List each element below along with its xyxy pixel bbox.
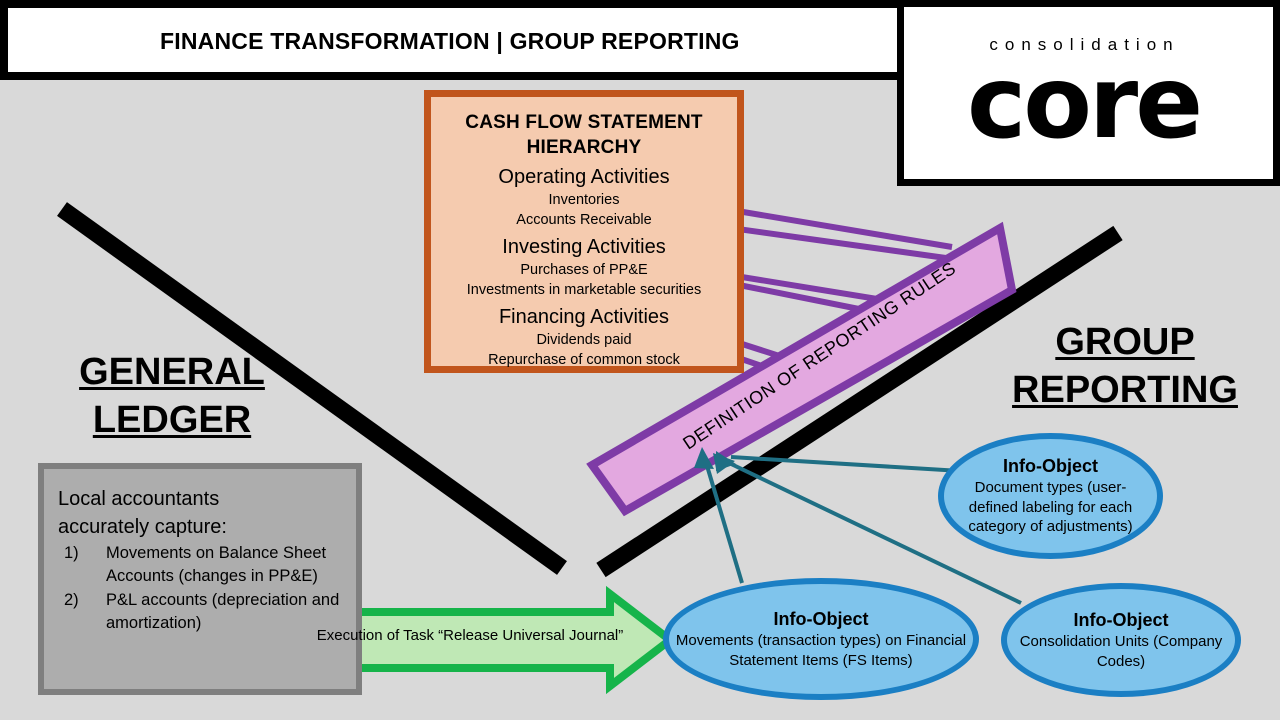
- notes-item-marker: 1): [64, 544, 79, 562]
- info-object-consolidation-units: Info-Object Consolidation Units (Company…: [1001, 583, 1241, 697]
- notes-list-item: 2) P&L accounts (depreciation and amorti…: [58, 589, 346, 635]
- group-reporting-heading-line-1: GROUP: [1055, 321, 1195, 363]
- notes-lead-line-2: accurately capture:: [58, 516, 227, 538]
- notes-item-text: P&L accounts (depreciation and amortizat…: [106, 591, 340, 632]
- notes-list: 1) Movements on Balance Sheet Accounts (…: [58, 542, 346, 635]
- general-ledger-heading-line-2: LEDGER: [92, 399, 252, 441]
- logo-tagline: consolidation: [989, 35, 1180, 54]
- cash-flow-title-line-2: HIERARCHY: [526, 137, 642, 158]
- notes-item-text: Movements on Balance Sheet Accounts (cha…: [106, 544, 327, 585]
- cash-flow-item-dividends-paid: Dividends paid: [536, 332, 632, 348]
- cash-flow-title-line-1: CASH FLOW STATEMENT: [465, 112, 703, 133]
- logo-wordmark: core: [966, 44, 1203, 161]
- cash-flow-item-repurchase-common-stock: Repurchase of common stock: [488, 352, 680, 368]
- cash-flow-group-financing: Financing Activities: [498, 306, 670, 328]
- info-object-title: Info-Object: [1003, 456, 1098, 477]
- notes-lead-line-1: Local accountants: [58, 488, 220, 510]
- cash-flow-item-marketable-securities: Investments in marketable securities: [466, 282, 702, 298]
- info-object-connector-arrowheads: [694, 447, 736, 474]
- brand-logo-panel: consolidation core: [897, 0, 1280, 186]
- cash-flow-group-operating: Operating Activities: [498, 166, 670, 188]
- local-accountants-notes-box: Local accountants accurately capture: 1)…: [38, 463, 362, 695]
- general-ledger-heading-line-1: GENERAL: [79, 351, 265, 393]
- notes-item-marker: 2): [64, 591, 79, 609]
- release-universal-journal-label: Execution of Task “Release Universal Jou…: [316, 627, 624, 644]
- cash-flow-item-inventories: Inventories: [548, 192, 620, 208]
- info-object-movements: Info-Object Movements (transaction types…: [663, 578, 979, 700]
- group-reporting-heading-line-2: REPORTING: [1012, 369, 1238, 411]
- info-object-body: Consolidation Units (Company Codes): [1019, 633, 1223, 670]
- header-band: [0, 0, 905, 80]
- page-title: FINANCE TRANSFORMATION | GROUP REPORTING: [160, 28, 740, 54]
- info-object-title: Info-Object: [1073, 610, 1169, 630]
- info-object-body: Document types (user-defined labeling fo…: [968, 479, 1133, 536]
- general-ledger-heading: GENERAL LEDGER: [38, 348, 306, 444]
- group-reporting-heading: GROUP REPORTING: [995, 318, 1255, 414]
- info-object-body: Movements (transaction types) on Financi…: [675, 632, 967, 669]
- info-object-title: Info-Object: [773, 609, 869, 629]
- cash-flow-item-accounts-receivable: Accounts Receivable: [516, 212, 652, 228]
- cash-flow-group-investing: Investing Activities: [502, 236, 666, 258]
- cash-flow-item-purchases-ppe: Purchases of PP&E: [520, 262, 648, 278]
- info-object-document-types: Info-Object Document types (user-defined…: [938, 433, 1163, 559]
- cash-flow-statement-hierarchy-box: CASH FLOW STATEMENT HIERARCHY Operating …: [424, 90, 744, 373]
- notes-list-item: 1) Movements on Balance Sheet Accounts (…: [58, 542, 346, 588]
